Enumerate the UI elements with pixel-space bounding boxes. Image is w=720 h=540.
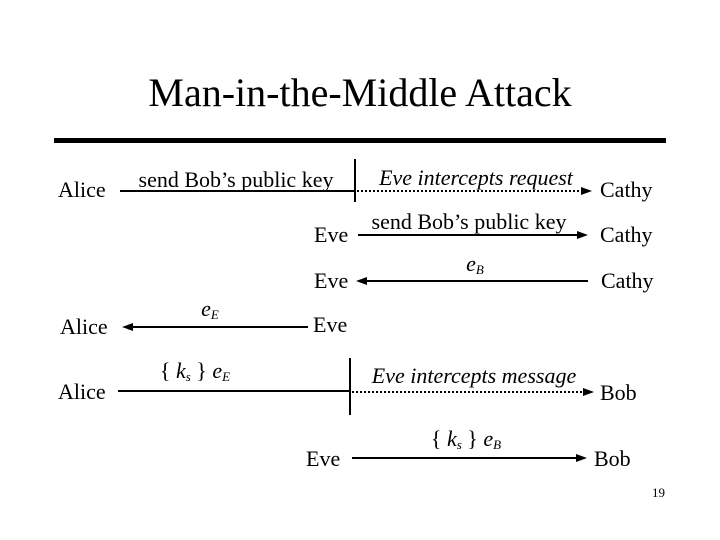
message-line-row6	[352, 457, 578, 459]
key-subscript: B	[493, 436, 502, 452]
title-divider	[54, 138, 666, 143]
key-variable: e	[483, 426, 494, 451]
arrowhead-left-icon	[122, 323, 133, 331]
brace-open: {	[430, 426, 447, 451]
actor-cathy-row1: Cathy	[600, 177, 653, 202]
key-label-row4: eE	[120, 297, 300, 321]
arrowhead-right-icon	[576, 454, 587, 462]
intercept-line-row1	[357, 190, 583, 192]
actor-alice-row5: Alice	[58, 379, 106, 404]
arrowhead-left-icon	[356, 277, 367, 285]
cipher-label-row5: { ks } eE	[85, 359, 305, 383]
intercept-tick-row5	[349, 358, 351, 415]
message-label-row1: send Bob’s public key	[138, 167, 334, 192]
cipher-subscript: s	[456, 436, 462, 452]
brace-close: }	[190, 358, 213, 383]
cipher-label-row6: { ks } eB	[352, 427, 580, 451]
arrowhead-right-icon	[583, 388, 594, 396]
message-line-alice-to-tick	[120, 190, 354, 192]
key-variable: e	[466, 251, 476, 276]
actor-alice-row4: Alice	[60, 314, 108, 339]
brace-close: }	[461, 426, 484, 451]
message-line-row2	[358, 234, 579, 236]
actor-cathy-row3: Cathy	[601, 268, 654, 293]
cipher-variable: k	[446, 426, 457, 451]
actor-eve-row4: Eve	[313, 312, 348, 337]
message-line-row4	[132, 326, 308, 328]
actor-eve-row2: Eve	[314, 222, 349, 247]
intercept-tick-row1	[354, 159, 356, 202]
cipher-subscript: s	[185, 368, 191, 384]
actor-bob-row6: Bob	[594, 446, 631, 471]
key-label-row3: eB	[390, 252, 560, 276]
intercept-label-row1: Eve intercepts request	[379, 165, 573, 190]
page-number: 19	[652, 485, 665, 500]
key-subscript: E	[222, 368, 231, 384]
actor-eve-row3: Eve	[314, 268, 349, 293]
arrowhead-right-icon	[581, 187, 592, 195]
message-label-row2: send Bob’s public key	[371, 209, 567, 234]
key-variable: e	[201, 296, 211, 321]
cipher-variable: k	[175, 358, 186, 383]
actor-bob-row5: Bob	[600, 380, 637, 405]
key-subscript: B	[475, 261, 484, 277]
key-subscript: E	[210, 306, 219, 322]
message-line-row3	[366, 280, 588, 282]
arrowhead-right-icon	[577, 231, 588, 239]
message-line-alice-to-tick-row5	[118, 390, 349, 392]
actor-eve-row6: Eve	[306, 446, 341, 471]
intercept-line-row5	[352, 391, 585, 393]
actor-cathy-row2: Cathy	[600, 222, 653, 247]
slide-title: Man-in-the-Middle Attack	[148, 70, 572, 115]
intercept-label-row5: Eve intercepts message	[371, 363, 577, 388]
key-variable: e	[212, 358, 223, 383]
brace-open: {	[159, 358, 176, 383]
actor-alice-row1: Alice	[58, 177, 106, 202]
